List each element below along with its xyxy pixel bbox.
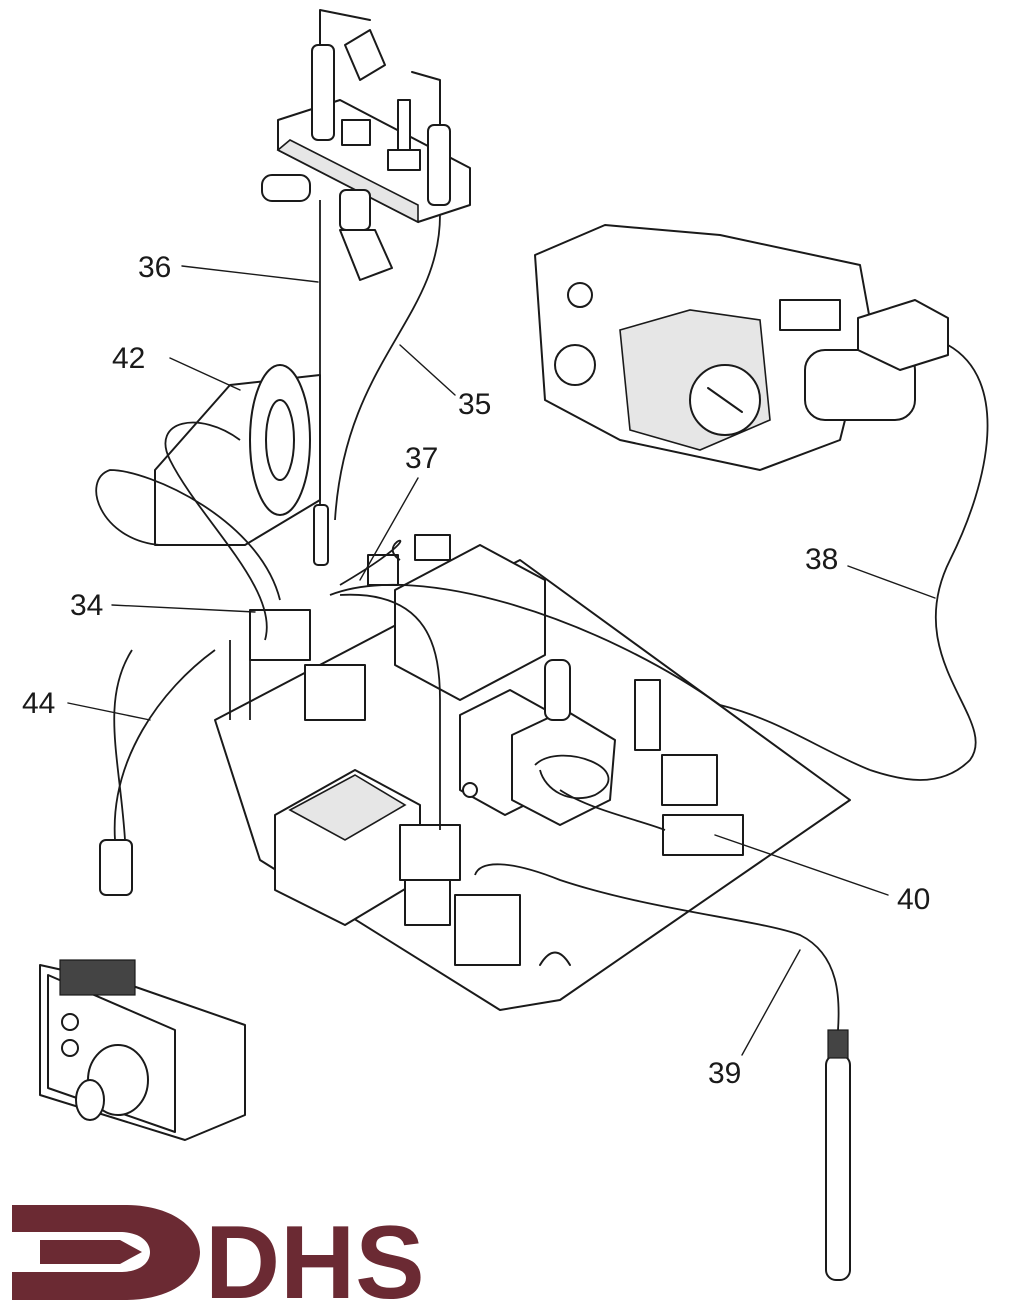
callout-34: 34 [70,589,103,622]
dhs-logo: DHS [12,1205,425,1306]
gas-valve [534,224,949,471]
ignition-transformer [154,364,321,546]
control-pcb [214,534,851,1011]
leader-lines [67,265,936,1056]
temperature-probe [825,1029,851,1281]
arrow-logo-mark [12,1205,200,1300]
callout-37: 37 [405,442,438,475]
callout-labels: 36 35 42 37 38 34 44 40 39 [22,251,930,1090]
callout-35: 35 [458,388,491,421]
wiring [95,200,989,1031]
callout-38: 38 [805,543,838,576]
logo-text: DHS [205,1205,425,1306]
control-knob-unit [39,839,246,1141]
callout-42: 42 [112,342,145,375]
callout-44: 44 [22,687,55,720]
callout-39: 39 [708,1057,741,1090]
callout-36: 36 [138,251,171,284]
pilot-burner-assembly [261,9,471,281]
callout-40: 40 [897,883,930,916]
